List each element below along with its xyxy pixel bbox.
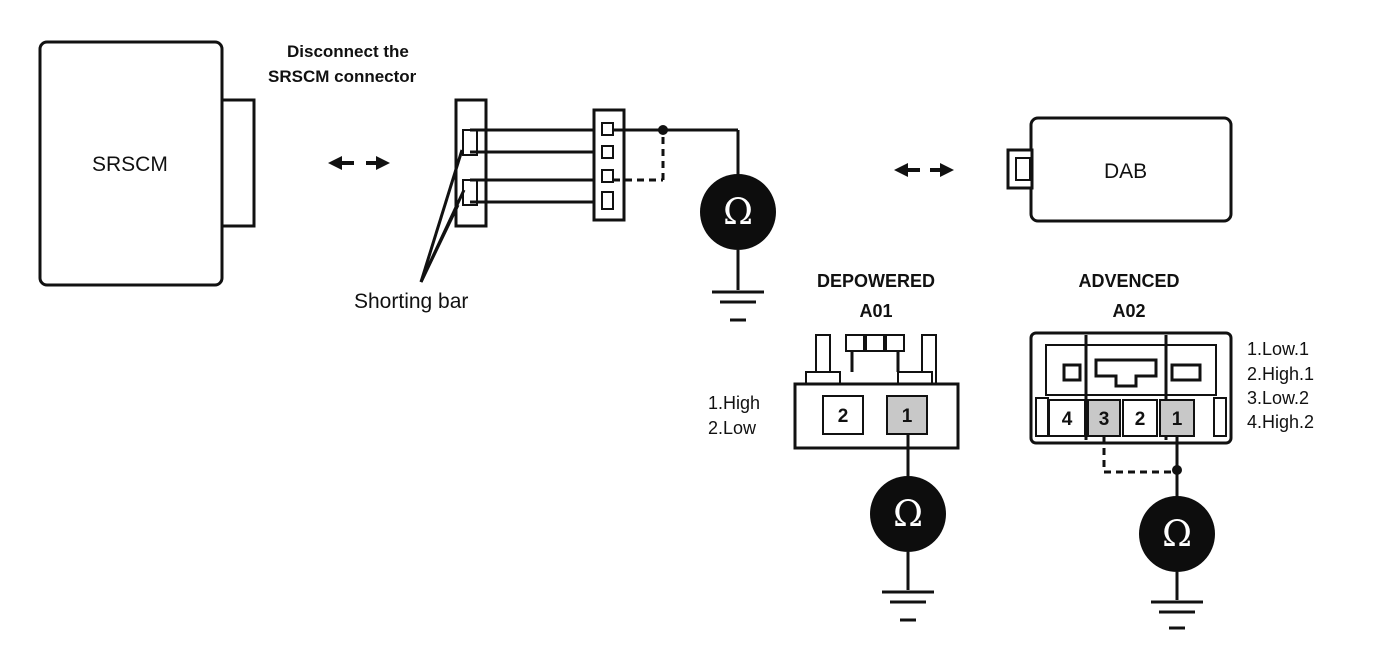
ohmmeter-icon: Ω: [870, 476, 946, 552]
advanced-pin-2: 2: [1135, 409, 1146, 430]
advanced-pin-4: 4: [1062, 409, 1073, 430]
advanced-legend-1: 1.Low.1: [1247, 339, 1309, 359]
ohmmeter-icon: Ω: [700, 174, 776, 250]
advanced-pin-3: 3: [1099, 409, 1110, 430]
depowered-title: DEPOWERED: [817, 271, 935, 291]
disconnect-label-line2: SRSCM connector: [268, 67, 417, 86]
srscm-label: SRSCM: [92, 153, 168, 176]
depowered-legend-1: 1.High: [708, 393, 760, 413]
shorting-bar-connector: [419, 98, 600, 283]
advanced-connector: 4 3 2 1: [1029, 331, 1233, 500]
advanced-legend-2: 2.High.1: [1247, 364, 1314, 384]
advanced-code: A02: [1112, 301, 1145, 321]
advanced-legend-4: 4.High.2: [1247, 412, 1314, 432]
advanced-legend-3: 3.Low.2: [1247, 388, 1309, 408]
svg-text:Ω: Ω: [723, 192, 753, 233]
dab-module: DAB: [1006, 116, 1233, 223]
ground-icon: [712, 250, 764, 322]
srscm-module: SRSCM: [38, 40, 256, 287]
depowered-pin-1: 1: [902, 406, 913, 427]
srscm-harness-connector: [592, 108, 740, 222]
depowered-pin-2: 2: [838, 406, 849, 427]
ground-icon: [1151, 572, 1203, 630]
advanced-title: ADVENCED: [1078, 271, 1179, 291]
double-arrow-icon: [894, 163, 954, 177]
svg-text:Ω: Ω: [893, 494, 923, 535]
advanced-pin-1: 1: [1172, 409, 1183, 430]
double-arrow-icon: [328, 156, 390, 170]
depowered-connector: 2 1: [793, 334, 960, 478]
disconnect-label-line1: Disconnect the: [287, 42, 409, 61]
dab-label: DAB: [1104, 160, 1147, 183]
depowered-legend-2: 2.Low: [708, 418, 757, 438]
depowered-code: A01: [859, 301, 892, 321]
ohmmeter-icon: Ω: [1139, 496, 1215, 572]
svg-text:Ω: Ω: [1162, 514, 1192, 555]
shorting-bar-label: Shorting bar: [354, 290, 468, 313]
ground-icon: [882, 552, 934, 622]
